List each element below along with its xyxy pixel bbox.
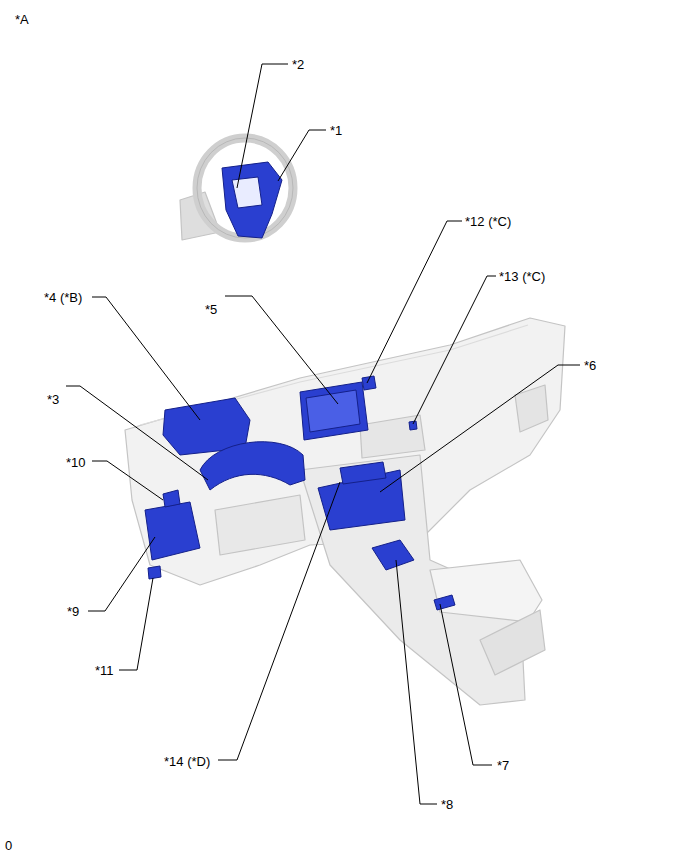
callout-number: *7 <box>497 758 509 773</box>
callout-number: *6 <box>584 358 596 373</box>
callout-number: *9 <box>67 604 79 619</box>
callout-number: *13 (*C) <box>499 269 545 284</box>
callout-number: *2 <box>292 57 304 72</box>
callout-number: *3 <box>47 392 59 407</box>
callout-number: *14 (*D) <box>164 754 210 769</box>
figure-code: 0 <box>5 838 12 852</box>
callout-number: *5 <box>205 302 217 317</box>
callout-number: *1 <box>330 123 342 138</box>
callout-number: *4 (*B) <box>44 290 82 305</box>
callout-number: *10 <box>66 455 86 470</box>
callout-number: *12 (*C) <box>465 214 511 229</box>
vehicle-interior <box>125 138 565 705</box>
callout-number: *8 <box>441 797 453 812</box>
highlighted-parts <box>145 162 455 610</box>
callout-number: *11 <box>95 663 114 678</box>
leader-lines <box>66 64 580 804</box>
view-label: *A <box>15 12 29 27</box>
